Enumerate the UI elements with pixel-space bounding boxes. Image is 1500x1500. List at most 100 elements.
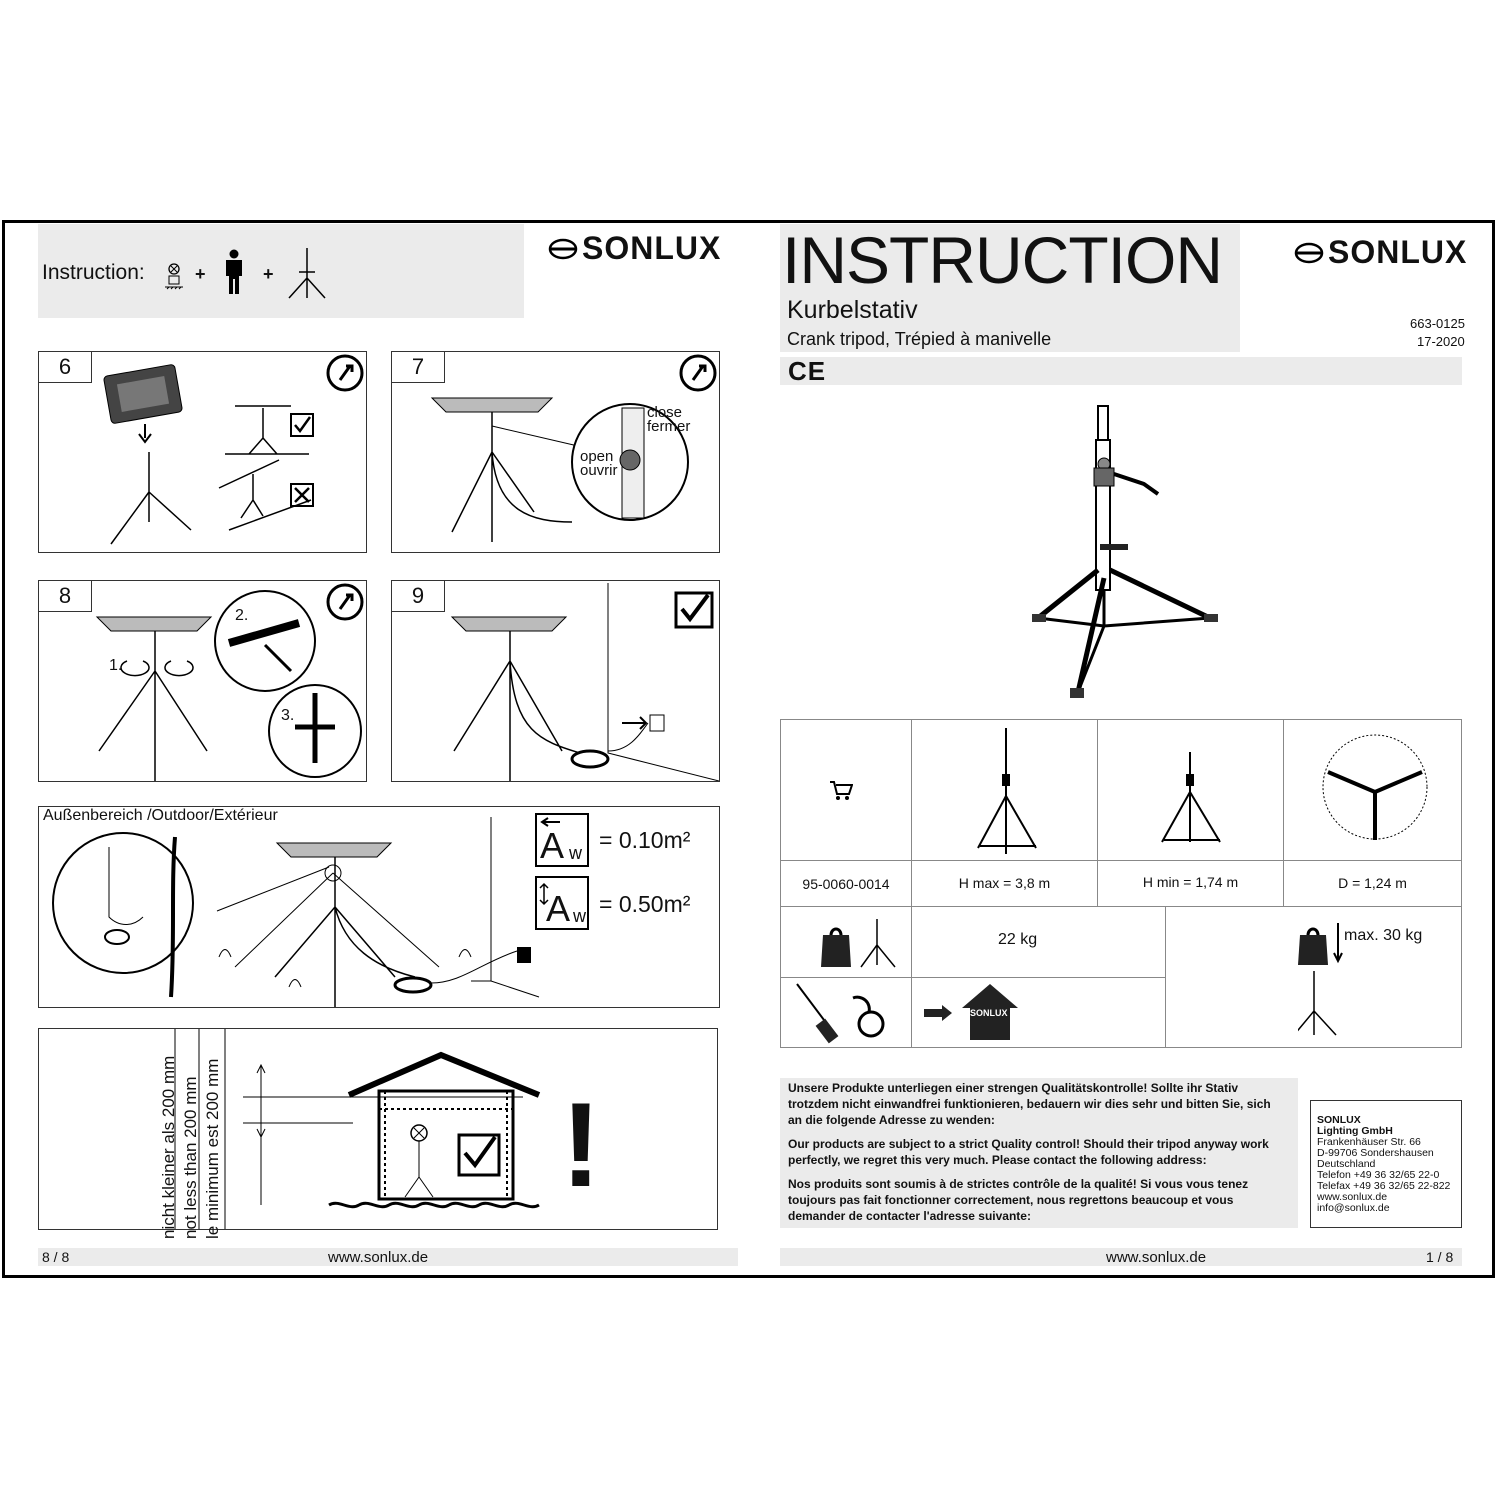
step-6-panel: 6 xyxy=(38,351,367,553)
logo-text: SONLUX xyxy=(1328,234,1468,270)
spec-diameter-cell xyxy=(1283,719,1462,861)
ce-mark: CE xyxy=(788,356,827,386)
step-number: 6 xyxy=(39,352,92,383)
step-8-label-2: 2. xyxy=(235,607,249,624)
step-9-panel: 9 xyxy=(391,580,720,782)
step-7-illustration xyxy=(430,397,689,542)
ouvrir-label: ouvrir xyxy=(580,462,618,479)
aw-front-box: A w xyxy=(535,813,589,867)
spec-hmax-cell xyxy=(911,719,1098,861)
tool-required-icon xyxy=(326,354,364,392)
plus-sign: + xyxy=(263,264,274,284)
tripod-hmax-icon xyxy=(977,728,1037,854)
step-8-label-1: 1. xyxy=(109,657,123,674)
notice-en: Our products are subject to a strict Qua… xyxy=(788,1137,1269,1167)
clearance-panel: nicht kleiner als 200 mm not less than 2… xyxy=(38,1028,718,1239)
address-phone: Telefon +49 36 32/65 22-0 xyxy=(1317,1169,1440,1181)
right-page-number: 1 / 8 xyxy=(1426,1249,1454,1265)
max-load-icon xyxy=(1298,923,1343,1036)
weight-value: 22 kg xyxy=(998,931,1038,948)
lamp-icon xyxy=(165,263,183,290)
instruction-header-bar xyxy=(38,224,524,318)
step-number: 8 xyxy=(39,581,92,612)
right-footer-bar xyxy=(780,1248,1462,1266)
aw-symbol: A xyxy=(540,825,565,866)
house-icon xyxy=(962,984,1018,1040)
notice-fr: Nos produits sont soumis à de strictes c… xyxy=(788,1177,1249,1223)
spec-cart-cell xyxy=(780,719,912,861)
tripod-hmin-icon xyxy=(1161,752,1221,843)
house-label: SONLUX xyxy=(970,1008,1008,1018)
tripod-diameter-icon xyxy=(1322,734,1428,840)
shopping-cart-icon xyxy=(830,781,853,800)
step-7-panel: 7 7 close fermer open ouvrir xyxy=(391,351,720,553)
article-number: 95-0060-0014 xyxy=(802,876,890,892)
weight-icon-cell xyxy=(780,906,912,978)
subtitle: Kurbelstativ xyxy=(787,296,918,324)
sonlux-logo: SONLUX xyxy=(548,230,721,267)
step-6-illustration xyxy=(103,364,314,545)
weight-value-cell xyxy=(911,906,1166,978)
right-footer-url[interactable]: www.sonlux.de xyxy=(1106,1249,1207,1266)
arrow-left-icon xyxy=(540,817,560,827)
address-company-line2: Lighting GmbH xyxy=(1317,1125,1393,1137)
tool-required-icon xyxy=(679,354,717,392)
instruction-label: Instruction: xyxy=(42,261,145,284)
address-fax: Telefax +49 36 32/65 22-822 xyxy=(1317,1180,1451,1192)
outdoor-illustration xyxy=(52,817,540,1007)
weight-tripod-icon xyxy=(821,919,896,968)
outdoor-panel: Außenbereich /Outdoor/Extérieur A w = 0.… xyxy=(38,806,720,1008)
spec-hmin-cell xyxy=(1097,719,1284,861)
hmin-value: H min = 1,74 m xyxy=(1142,874,1239,890)
step-number: 9 xyxy=(392,581,445,612)
sonlux-logo: SONLUX xyxy=(1294,234,1467,271)
clearance-illustration xyxy=(174,1029,541,1229)
arrow-right-icon xyxy=(924,1005,952,1021)
address-street: Frankenhäuser Str. 66 xyxy=(1317,1136,1421,1148)
fermer-label: fermer xyxy=(647,418,691,435)
aw-subscript: w xyxy=(573,906,586,926)
page-title: INSTRUCTION xyxy=(782,223,1223,297)
product-code: 663-0125 xyxy=(1410,316,1465,331)
left-footer-url[interactable]: www.sonlux.de xyxy=(328,1249,429,1266)
aw-symbol: A xyxy=(546,888,571,929)
aw-front-value: = 0.10m² xyxy=(599,827,691,853)
step-8-illustration xyxy=(95,590,362,781)
left-footer-bar xyxy=(38,1248,738,1266)
step-8-panel: 8 1. 2. 3. xyxy=(38,580,367,782)
arrow-updown-icon xyxy=(539,882,549,906)
max-load-cell: max. 30 kg xyxy=(1165,906,1462,1048)
tool-required-icon xyxy=(326,583,364,621)
address-email[interactable]: info@sonlux.de xyxy=(1317,1202,1390,1214)
crank-tripod-illustration xyxy=(1032,405,1218,698)
address-company: SONLUX xyxy=(1317,1114,1361,1126)
title-block xyxy=(780,224,1240,352)
warning-exclamation: ! xyxy=(561,1078,601,1212)
plus-sign: + xyxy=(195,264,206,284)
address-country: Deutschland xyxy=(1317,1158,1376,1170)
subtitle-translations: Crank tripod, Trépied à manivelle xyxy=(787,329,1052,349)
max-load-value: max. 30 kg xyxy=(1344,927,1423,944)
aw-subscript: w xyxy=(569,843,582,863)
screwdriver-wrench-icon xyxy=(796,983,885,1044)
notice-de: Unsere Produkte unterliegen einer streng… xyxy=(788,1081,1271,1127)
open-label: open xyxy=(580,448,614,465)
address-city: D-99706 Sondershausen xyxy=(1317,1147,1434,1159)
hmax-value: H max = 3,8 m xyxy=(958,875,1051,891)
tools-cell xyxy=(780,977,912,1048)
aw-side-box: A w xyxy=(535,876,589,930)
step-9-illustration xyxy=(450,583,719,781)
left-page-number: 8 / 8 xyxy=(42,1249,70,1265)
tripod-icon xyxy=(288,248,326,299)
product-date: 17-2020 xyxy=(1417,334,1465,349)
step-8-label-3: 3. xyxy=(281,707,295,724)
close-label: close xyxy=(647,404,683,421)
instruction-sheet xyxy=(2,220,1495,1278)
outdoor-title: Außenbereich /Outdoor/Extérieur xyxy=(43,807,278,824)
person-icon xyxy=(226,249,242,294)
quality-notice-block xyxy=(780,1078,1298,1228)
aw-side-value: = 0.50m² xyxy=(599,891,691,917)
address-website[interactable]: www.sonlux.de xyxy=(1317,1191,1388,1203)
service-cell: SONLUX xyxy=(911,977,1166,1048)
address-box: SONLUX Lighting GmbH Frankenhäuser Str. … xyxy=(1310,1100,1462,1228)
